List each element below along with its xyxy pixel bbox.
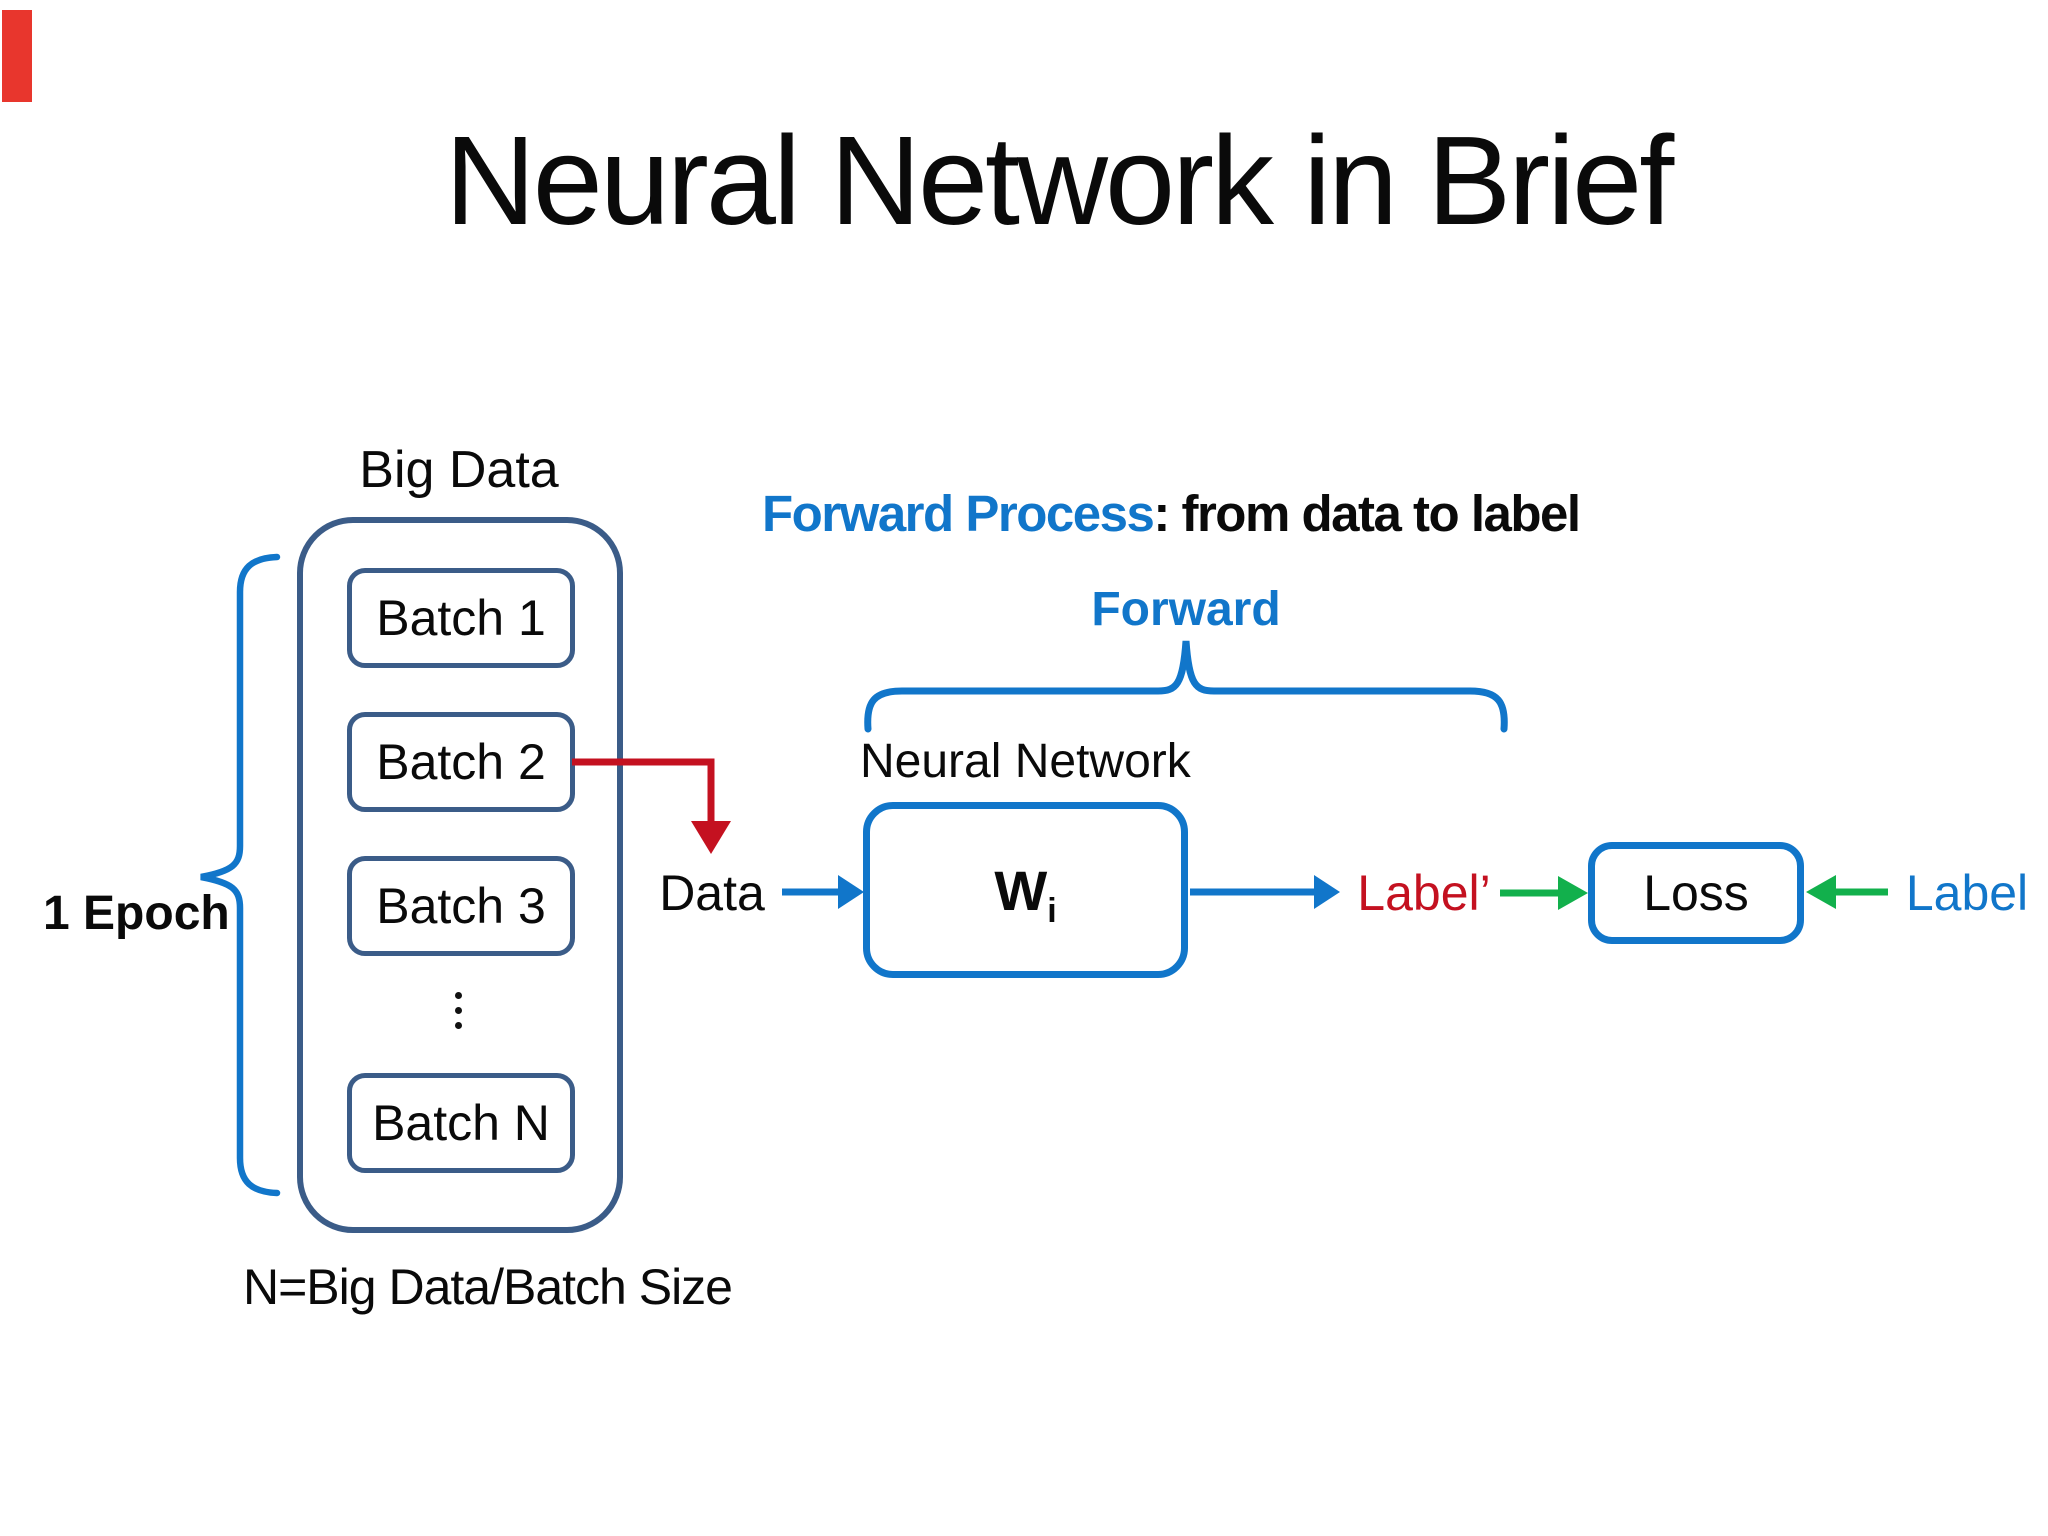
label-prime-text: Label’ [1357,865,1491,921]
forward-brace [864,640,1508,733]
label-text: Label [1905,865,2029,921]
label-to-loss-arrowhead [1806,875,1836,909]
batch-size-note: N=Big Data/Batch Size [243,1259,733,1315]
epoch-brace [200,553,281,1197]
batch-1-box: Batch 1 [347,568,575,668]
weight-subscript: i [1047,891,1057,930]
ellipsis-dot [455,1022,462,1029]
forward-process-heading-highlight: Forward Process [762,485,1155,542]
neural-network-box: Wi [863,802,1188,978]
batch-n-label: Batch N [372,1095,550,1151]
forward-process-heading-rest: : from data to label [1153,485,1581,542]
neural-network-label: Neural Network [860,735,1191,788]
nn-to-labelprime-arrowhead [1314,875,1340,909]
labelprime-to-loss-arrowhead [1558,876,1588,910]
big-data-label: Big Data [359,441,559,499]
batch-2-box: Batch 2 [347,712,575,812]
forward-process-heading: Forward Process: from data to label [762,484,1581,543]
batch-2-label: Batch 2 [376,734,546,790]
batch-n-box: Batch N [347,1073,575,1173]
data-to-nn-arrowhead [838,875,864,909]
big-data-container [297,517,623,1233]
data-label: Data [659,865,765,921]
loss-label: Loss [1643,865,1749,921]
batch-3-label: Batch 3 [376,878,546,934]
batch-3-box: Batch 3 [347,856,575,956]
weight-main: W [994,858,1048,922]
forward-label: Forward [1091,583,1281,636]
ellipsis-dot [455,992,462,999]
weight-symbol: Wi [994,858,1056,928]
epoch-label: 1 Epoch [43,887,230,940]
ellipsis-dot [455,1007,462,1014]
loss-box: Loss [1588,842,1804,944]
vertical-ellipsis [455,992,462,1029]
page-title: Neural Network in Brief [444,110,1674,251]
batch2-to-data-arrowhead [691,821,731,854]
batch-1-label: Batch 1 [376,590,546,646]
corner-red-mark [2,10,32,102]
